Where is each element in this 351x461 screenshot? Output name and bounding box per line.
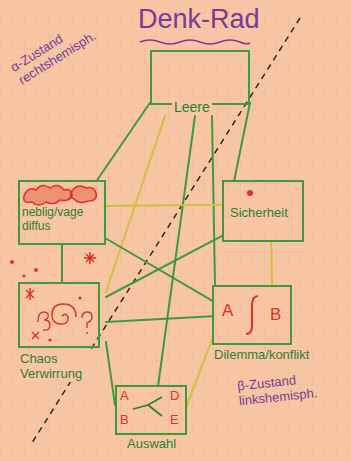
chaos-star <box>26 288 34 300</box>
connector <box>106 236 222 297</box>
red-star <box>84 252 96 264</box>
chaos-spiral <box>52 304 76 324</box>
connector <box>106 116 165 292</box>
stage-box: Chaos Verwirrung <box>18 282 106 382</box>
red-dot <box>34 268 38 272</box>
box-text: Sicherheit <box>230 206 288 221</box>
red-dot <box>22 274 25 277</box>
connector <box>234 103 250 180</box>
connector <box>106 342 115 405</box>
connector <box>187 340 212 406</box>
chaos-question <box>82 312 92 334</box>
box-text: A <box>222 301 233 321</box>
box-text: Leere <box>172 99 212 115</box>
box-text: Auswahl <box>125 437 178 452</box>
stage-box: A D B E Auswahl <box>115 385 187 452</box>
chaos-cross <box>32 332 39 339</box>
red-dot <box>78 296 81 299</box>
red-dot <box>10 260 14 264</box>
box-text: E <box>170 413 179 428</box>
chart-title: Denk-Rad <box>138 4 260 35</box>
title-underline <box>140 40 250 44</box>
connector <box>61 245 63 282</box>
state-note: α-Zustand rechtshemisph. <box>8 6 115 89</box>
box-text: Chaos Verwirrung <box>18 352 106 382</box>
connector <box>158 116 195 385</box>
dilemma-bracket <box>246 296 258 334</box>
state-note: β-Zustand linkshemisph. <box>237 369 344 410</box>
box-frame <box>150 50 250 105</box>
box-text: neblig/vage diffus <box>22 206 102 234</box>
box-text: B <box>270 305 281 325</box>
chaos-squiggle <box>38 312 50 330</box>
box-text: Dilemma/konflikt <box>212 348 311 363</box>
connector <box>270 242 273 285</box>
box-text: B <box>120 413 129 428</box>
connector <box>106 316 212 322</box>
connector <box>97 103 150 180</box>
stage-box: Sicherheit <box>222 180 304 242</box>
red-dot <box>247 190 253 196</box>
box-text: D <box>170 389 179 404</box>
choice-branch <box>133 397 162 416</box>
stage-box: A B Dilemma/konflikt <box>212 285 312 363</box>
stage-box: Leere <box>150 50 250 116</box>
connector <box>212 116 215 285</box>
box-frame <box>18 282 100 348</box>
fog-cloud <box>24 185 72 205</box>
fog-cloud <box>70 186 96 203</box>
stage-box: neblig/vage diffus <box>18 180 106 245</box>
red-dot <box>48 338 51 341</box>
connector <box>106 205 222 206</box>
box-text: A <box>120 389 129 404</box>
